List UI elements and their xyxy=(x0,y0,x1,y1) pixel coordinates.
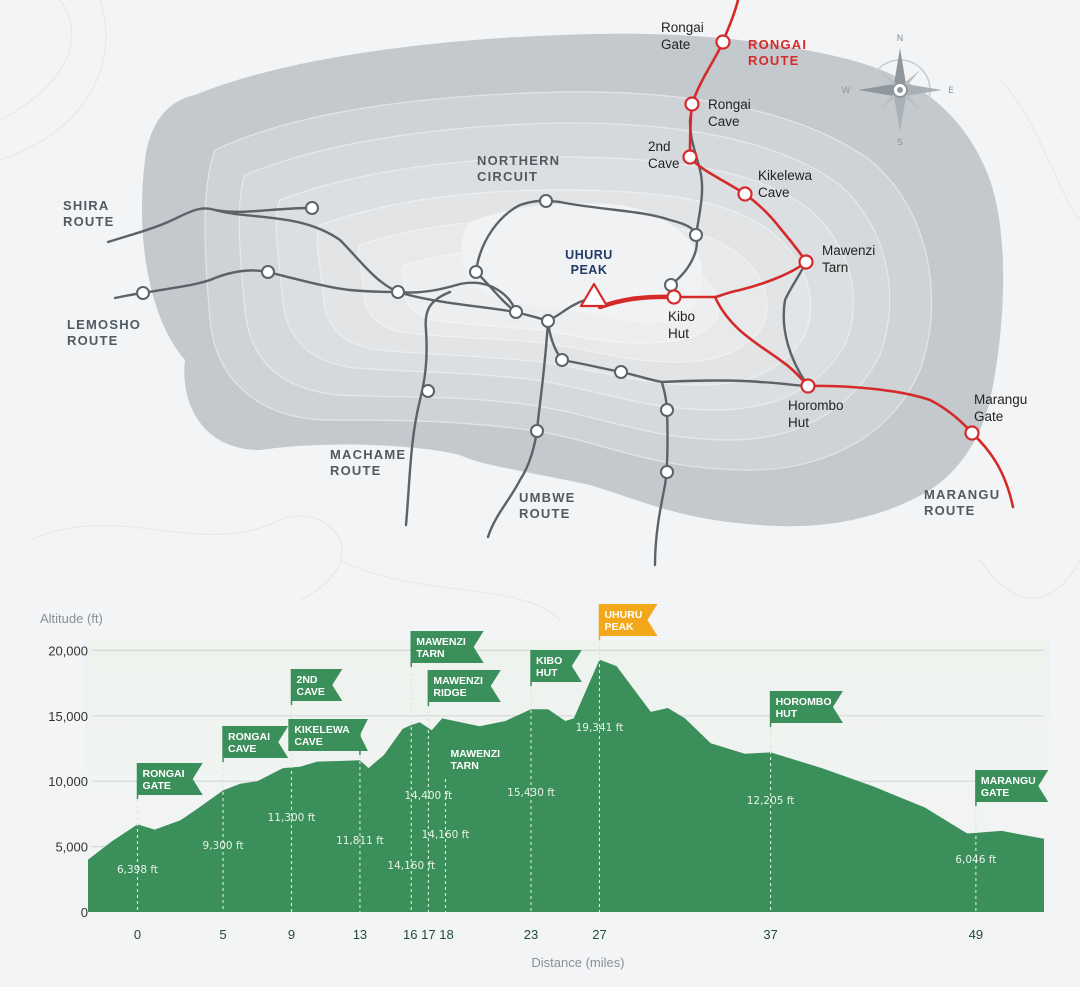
compass-e: E xyxy=(948,86,954,96)
altitude-labels: 6,398 ft 9,300 ft 11,300 ft 11,811 ft 14,160… xyxy=(117,722,996,876)
x-tick-label: 18 xyxy=(439,927,453,942)
gray-waypoints xyxy=(136,194,703,479)
x-tick-label: 17 xyxy=(421,927,435,942)
y-tick-label: 10,000 xyxy=(48,774,88,789)
y-tick-label: 15,000 xyxy=(48,709,88,724)
flag-shape xyxy=(137,763,203,795)
y-tick-labels: 0 5,000 10,000 15,000 20,000 xyxy=(48,643,88,920)
altitude-label: 12,205 ft xyxy=(747,795,795,807)
x-tick-label: 37 xyxy=(763,927,777,942)
flag-shape xyxy=(599,604,658,636)
flag-shape xyxy=(428,670,501,702)
x-tick-label: 23 xyxy=(524,927,538,942)
y-tick-label: 20,000 xyxy=(48,643,88,658)
flag-shape xyxy=(445,743,518,775)
flag-shape xyxy=(531,650,582,682)
y-tick-label: 0 xyxy=(81,905,88,920)
x-tick-labels: 0 5 9 13 16 17 18 23 27 37 49 xyxy=(134,927,983,942)
compass-rose-icon: N S E W xyxy=(842,34,955,148)
altitude-label: 11,811 ft xyxy=(336,835,384,847)
x-axis-title: Distance (miles) xyxy=(531,955,624,970)
altitude-label: 14,400 ft xyxy=(405,790,453,802)
mountain-contours xyxy=(141,33,1004,527)
elevation-area xyxy=(88,659,1044,912)
y-axis-title: Altitude (ft) xyxy=(40,611,103,626)
altitude-label: 6,046 ft xyxy=(955,854,996,866)
x-tick-label: 13 xyxy=(353,927,367,942)
altitude-label: 6,398 ft xyxy=(117,864,158,876)
compass-s: S xyxy=(897,138,903,148)
y-tick-label: 5,000 xyxy=(55,840,88,855)
flag-shape xyxy=(770,691,843,723)
compass-n: N xyxy=(897,34,904,44)
altitude-label: 9,300 ft xyxy=(203,840,244,852)
altitude-label: 14,160 ft xyxy=(422,829,470,841)
background-topo-lines xyxy=(0,0,1080,621)
elevation-profile-chart: Altitude (ft) Distance (miles) 0 5,000 10,… xyxy=(40,604,1050,970)
compass-w: W xyxy=(842,86,851,96)
flag-shape xyxy=(975,770,1049,802)
altitude-label: 15,430 ft xyxy=(507,787,555,799)
flag-shape xyxy=(411,631,484,663)
x-tick-label: 5 xyxy=(219,927,226,942)
flag-shape xyxy=(288,719,368,751)
flag-shape xyxy=(223,726,289,758)
flag-shape xyxy=(291,669,343,701)
x-tick-label: 9 xyxy=(288,927,295,942)
x-tick-label: 16 xyxy=(403,927,417,942)
altitude-label: 11,300 ft xyxy=(268,812,316,824)
x-tick-label: 0 xyxy=(134,927,141,942)
x-tick-label: 49 xyxy=(969,927,983,942)
summit-triangle-icon xyxy=(579,282,609,308)
altitude-label: 14,160 ft xyxy=(387,860,435,872)
altitude-label: 19,341 ft xyxy=(576,722,624,734)
red-waypoints xyxy=(666,34,980,441)
x-tick-label: 27 xyxy=(592,927,606,942)
